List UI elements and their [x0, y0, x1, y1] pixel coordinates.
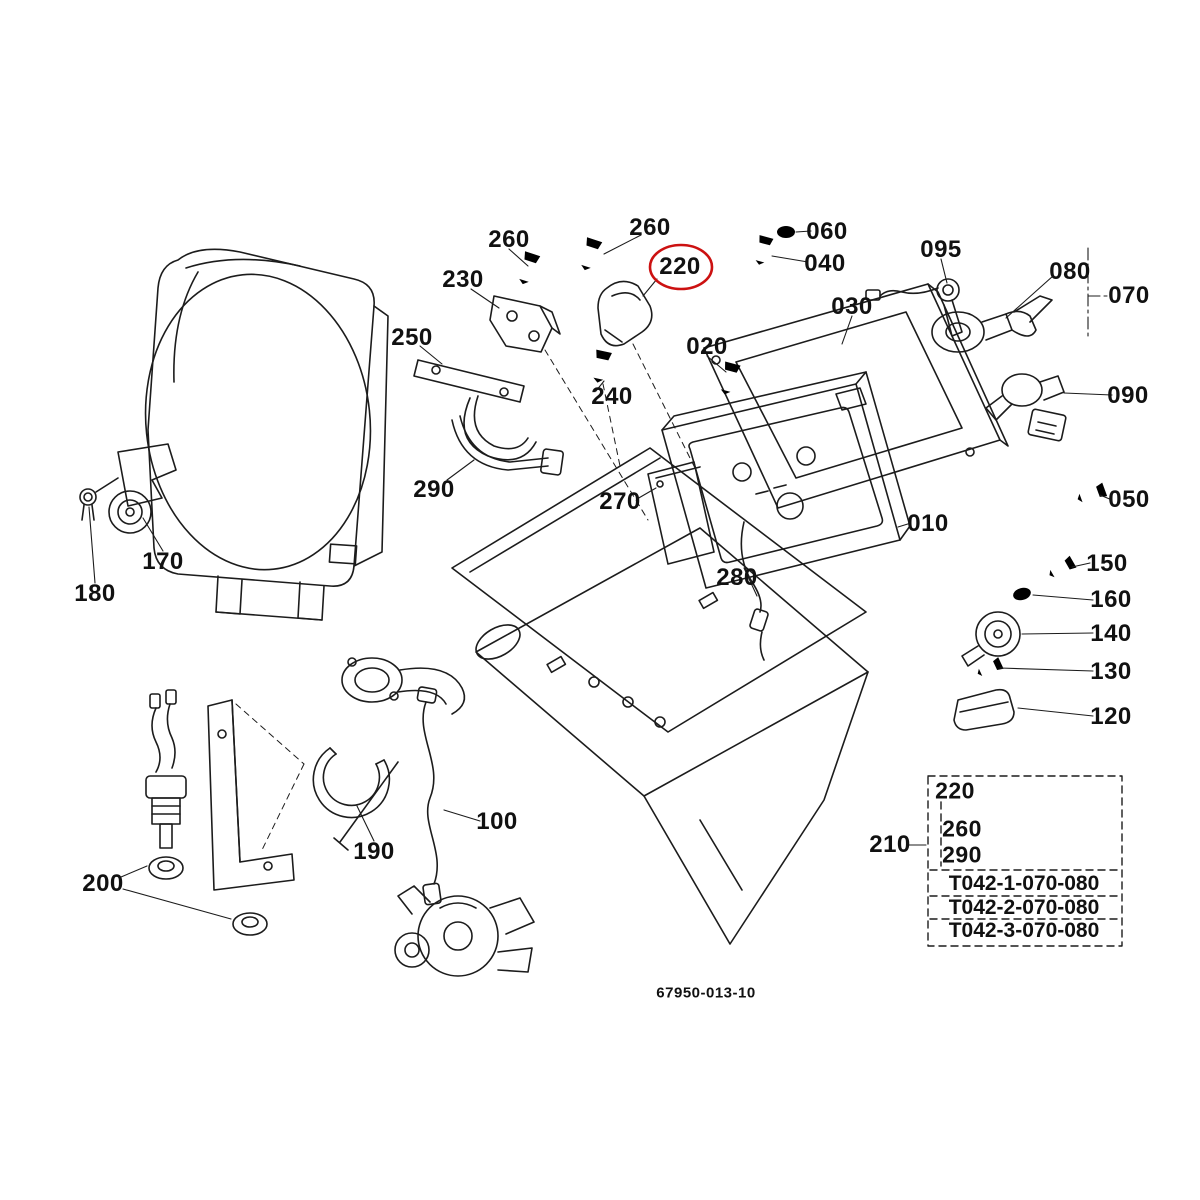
refbox-code-2: T042-2-070-080	[948, 896, 1100, 919]
washer-060-drawing	[777, 226, 795, 238]
fan-shroud-drawing	[144, 248, 389, 621]
chain-line-070	[1087, 247, 1111, 339]
part-label-095: 095	[920, 236, 962, 263]
part-label-020: 020	[686, 333, 728, 360]
part-label-250: 250	[391, 324, 433, 351]
sender-bracket-drawing	[207, 699, 295, 891]
part-label-010: 010	[907, 510, 949, 537]
part-label-220-highlighted: 220	[659, 253, 701, 280]
pad-120-drawing	[953, 688, 1015, 731]
support-panel-drawing	[451, 447, 867, 733]
bolt-150-drawing	[1046, 555, 1077, 582]
part-label-060: 060	[806, 218, 848, 245]
refbox-part-260: 260	[942, 815, 982, 842]
part-label-130: 130	[1090, 658, 1132, 685]
light-switch-090-drawing	[985, 373, 1067, 442]
drawing-number: 67950-013-10	[656, 984, 756, 1002]
part-label-160: 160	[1090, 586, 1132, 613]
part-label-180: 180	[74, 580, 116, 607]
bolt-050-drawing	[1075, 482, 1108, 506]
refbox-code-3: T042-3-070-080	[948, 919, 1100, 942]
water-pipe-drawing	[341, 657, 466, 715]
part-label-190: 190	[353, 838, 395, 865]
tensioner-drawing	[79, 443, 177, 534]
refbox-part-290: 290	[942, 841, 982, 868]
part-label-080: 080	[1049, 258, 1091, 285]
refbox-code-1: T042-1-070-080	[948, 872, 1100, 895]
buzzer-140-drawing	[961, 611, 1021, 667]
alternator-drawing	[394, 885, 535, 977]
part-label-200: 200	[82, 870, 124, 897]
part-label-050: 050	[1108, 486, 1150, 513]
lower-panel-drawing	[475, 527, 869, 945]
part-label-100: 100	[476, 808, 518, 835]
part-label-040: 040	[804, 250, 846, 277]
part-label-070: 070	[1108, 282, 1150, 309]
red-highlight-circle	[648, 243, 714, 291]
reference-box-outline	[927, 775, 1123, 947]
plate-270-drawing	[647, 461, 715, 565]
part-label-270: 270	[599, 488, 641, 515]
leader-lines	[88, 230, 1113, 920]
bolt-260b-drawing	[577, 237, 603, 273]
part-label-260-a: 260	[488, 226, 530, 253]
cable-100-drawing	[416, 686, 442, 906]
ignition-switch-080-drawing	[931, 295, 1053, 353]
part-label-170: 170	[142, 548, 184, 575]
part-label-150: 150	[1086, 550, 1128, 577]
washer-160-drawing	[1011, 585, 1033, 603]
bracket-250-drawing	[413, 359, 537, 461]
refbox-part-220: 220	[935, 777, 975, 804]
part-label-140: 140	[1090, 620, 1132, 647]
screw-130-drawing	[974, 657, 1004, 680]
bracket-230-drawing	[489, 295, 561, 353]
instrument-cluster-010-drawing	[661, 371, 911, 589]
part-label-240: 240	[591, 383, 633, 410]
bolt-040-drawing	[752, 235, 774, 267]
part-label-210: 210	[869, 831, 911, 858]
fuel-sender-200-drawing	[145, 689, 268, 936]
alignment-lines	[235, 343, 696, 851]
part-label-290: 290	[413, 476, 455, 503]
part-label-230: 230	[442, 266, 484, 293]
bolt-240-drawing	[589, 349, 612, 385]
part-label-260-b: 260	[629, 214, 671, 241]
part-label-030: 030	[831, 293, 873, 320]
strap-290-drawing	[451, 415, 564, 476]
part-label-090: 090	[1107, 382, 1149, 409]
part-label-120: 120	[1090, 703, 1132, 730]
key-095-drawing	[865, 278, 963, 337]
panel-frame-030-drawing	[703, 283, 1009, 509]
cable-280-drawing	[740, 521, 769, 661]
bolt-260a-drawing	[515, 251, 541, 287]
part-220-drawing	[597, 280, 653, 347]
part-label-280: 280	[716, 564, 758, 591]
clamp-190-drawing	[312, 747, 399, 851]
